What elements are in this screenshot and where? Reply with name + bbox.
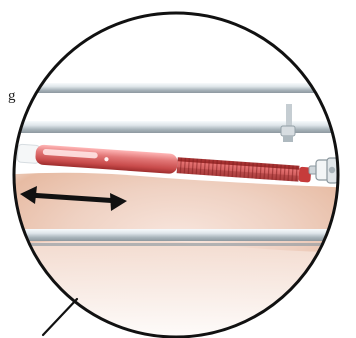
rail-top (0, 83, 356, 93)
bracket-base (283, 136, 293, 142)
rail-second (0, 121, 356, 133)
bracket-stem (286, 104, 292, 128)
leader-line (43, 299, 77, 335)
rail-bottom-2 (0, 243, 356, 246)
rail-bottom-1 (0, 229, 356, 241)
bracket-clamp (281, 126, 295, 136)
